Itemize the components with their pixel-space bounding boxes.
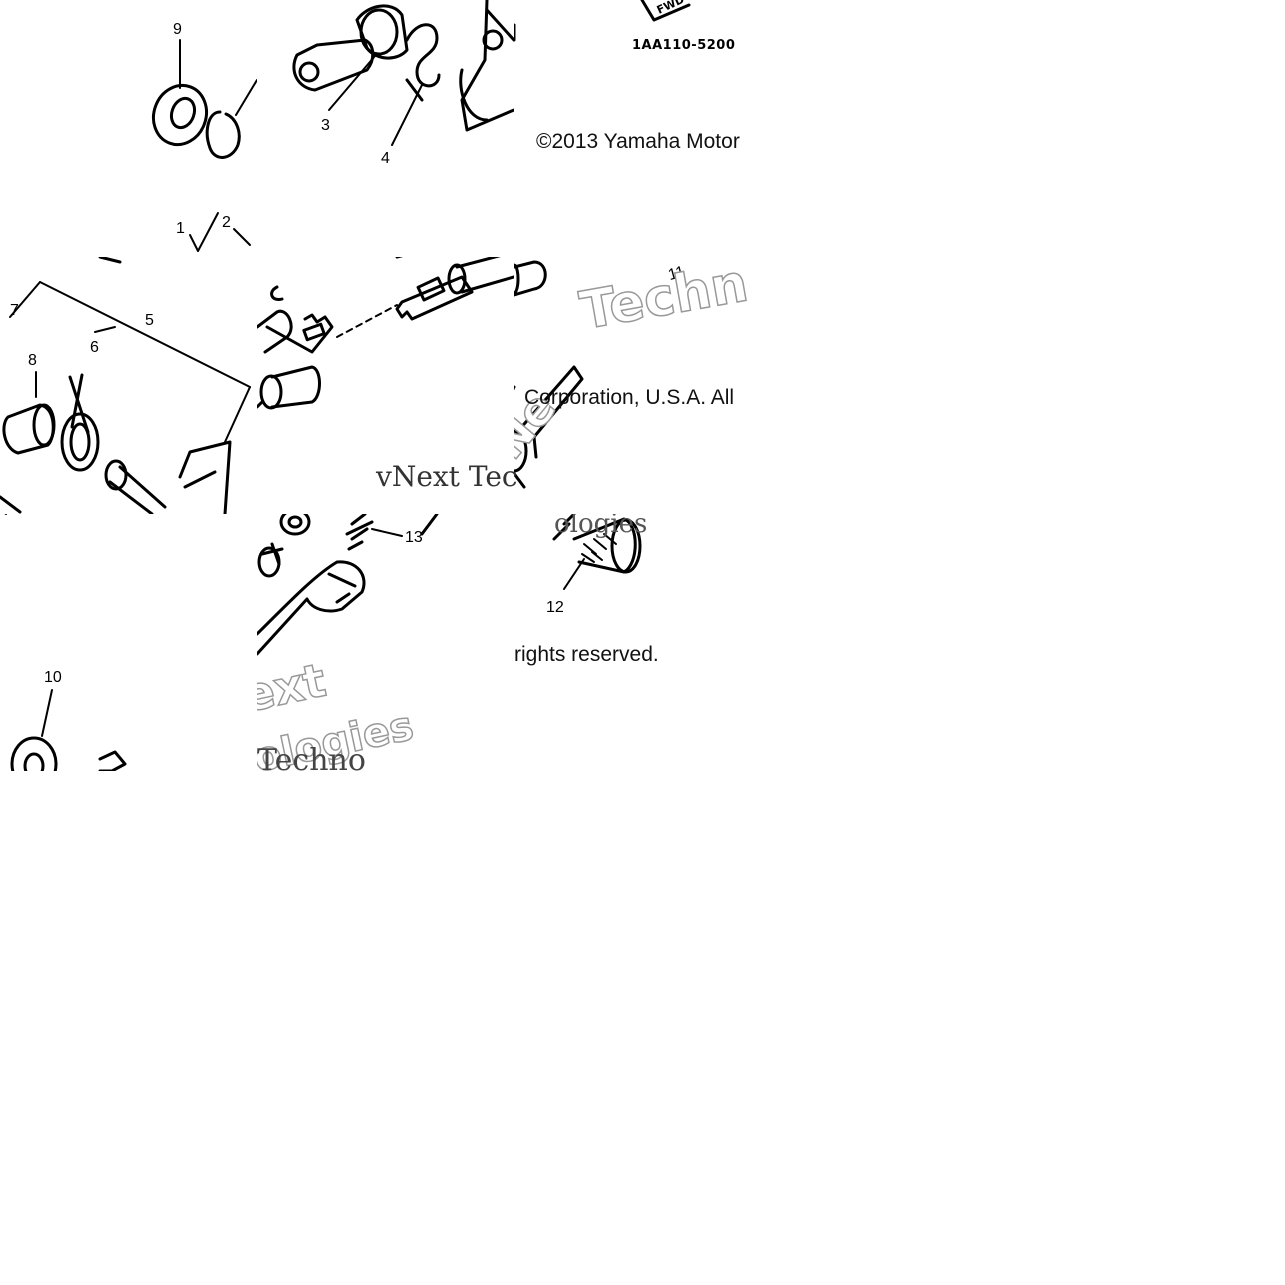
pedal-arm-shape xyxy=(257,560,366,656)
bolt-13-shape xyxy=(345,514,374,551)
washer-10-shape xyxy=(10,736,58,771)
tile-shift-shaft: 7 5 6 8 xyxy=(0,257,257,514)
tile-shift-arm: 3 4 xyxy=(257,0,514,257)
callout-4: 4 xyxy=(381,150,390,167)
tile-lever-assembly: FWD xyxy=(257,257,514,514)
part-code: 1AA110-5200 xyxy=(632,38,735,53)
shift-pedal-arm xyxy=(395,275,474,321)
watermark-techno-bottom: Techno xyxy=(257,743,366,771)
tile-footrest: 13 ext ologies Techno xyxy=(257,514,514,771)
copyright-line-1: ©2013 Yamaha Motor xyxy=(536,130,740,153)
copyright-line-2: Corporation, U.S.A. All xyxy=(524,386,735,409)
watermark-ologies-2: ologies xyxy=(554,514,647,539)
callout-6: 6 xyxy=(90,339,99,356)
callout-2: 2 xyxy=(222,214,231,231)
callout-1: 1 xyxy=(176,220,185,237)
circlip-shape xyxy=(205,110,241,159)
watermark-ext: ext xyxy=(257,653,330,723)
washer-shape xyxy=(152,83,208,147)
shift-arm-shape xyxy=(292,38,375,92)
fwd-arrow-label-2: FWD xyxy=(404,257,435,260)
copyright-line-3: rights reserved. xyxy=(514,643,659,666)
pivot-pin-shape xyxy=(270,365,321,409)
spring-shape xyxy=(405,23,441,102)
gear-segment-shape xyxy=(265,313,334,354)
tile-part-code: FWD 1AA110-5200 ©2013 Yamaha Motor xyxy=(514,0,771,257)
shaft-shape xyxy=(108,465,167,514)
tile-footpeg: 12 ologies rights reserved. xyxy=(514,514,771,771)
callout-9: 9 xyxy=(173,21,182,38)
torsion-spring-shape xyxy=(68,373,90,434)
fwd-arrow-shape xyxy=(640,0,691,22)
callout-13: 13 xyxy=(405,529,423,546)
tile-washer-circlip: 9 xyxy=(0,0,257,257)
callout-3: 3 xyxy=(321,117,330,134)
watermark-techno: Techn xyxy=(576,257,753,342)
nut-shape xyxy=(98,750,127,771)
callout-12: 12 xyxy=(546,599,564,616)
shift-lever-plate xyxy=(178,440,232,514)
tile-washer-nut: 10 xyxy=(0,514,257,771)
callouts-1-2: 1 2 xyxy=(176,212,251,252)
callout-8: 8 xyxy=(28,352,37,369)
callout-5: 5 xyxy=(145,312,154,329)
watermark-vnext-overlay: vNext Tec xyxy=(375,460,518,493)
watermark-vnext-tec: vNext Tec xyxy=(375,460,518,493)
callout-7: 7 xyxy=(10,302,19,319)
callout-11: 11 xyxy=(666,263,687,284)
callout-10: 10 xyxy=(44,669,62,686)
tile-watermark-right: 11 Techn vNe Corporation, U.S.A. All xyxy=(514,257,771,514)
